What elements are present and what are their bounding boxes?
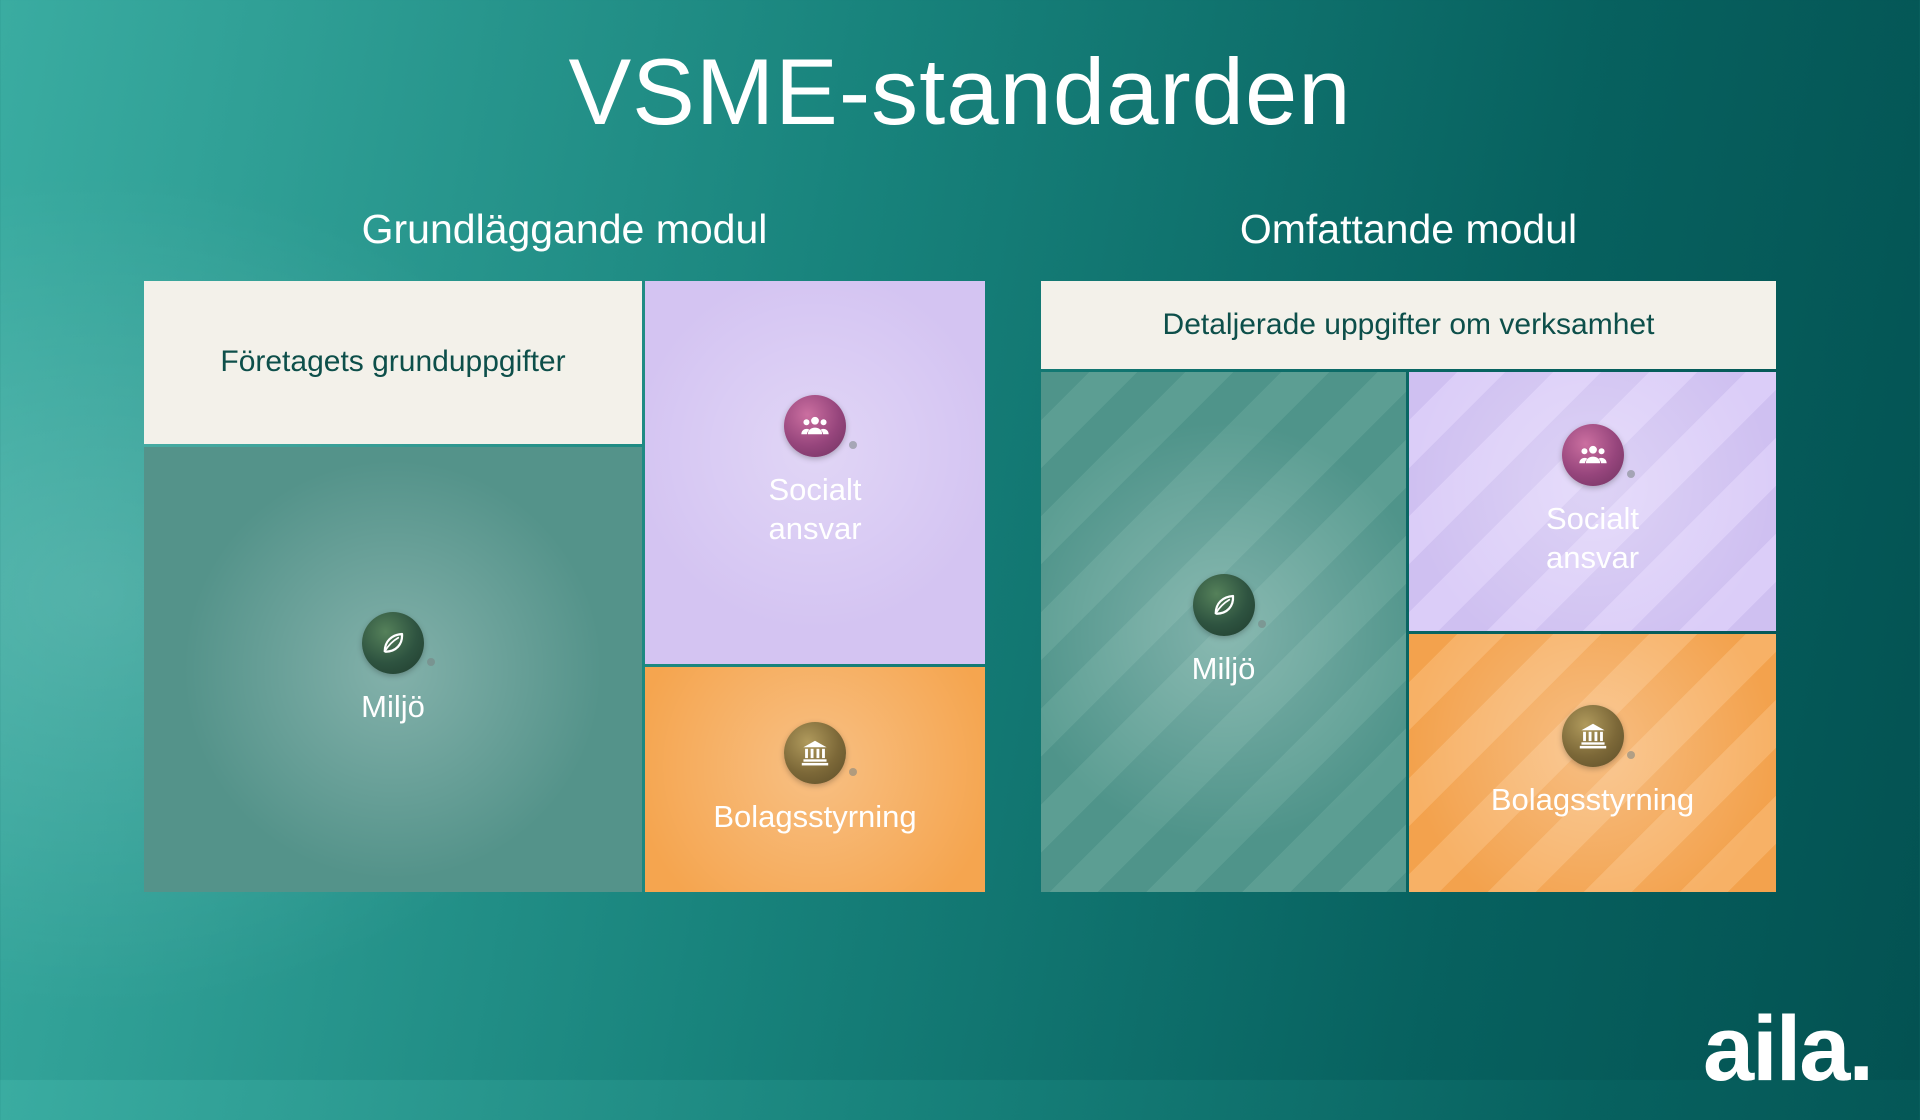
- info-box-basic-text: Företagets grunduppgifter: [220, 345, 566, 379]
- badge-dot: [849, 767, 857, 776]
- cell-socialt-basic: Socialt ansvar: [645, 280, 985, 664]
- info-box-comprehensive-text: Detaljerade uppgifter om verksamhet: [1162, 307, 1655, 341]
- module-comprehensive-heading: Omfattande modul: [1239, 206, 1578, 253]
- aila-logo: aila.: [1702, 998, 1874, 1100]
- cell-miljo-comprehensive: Miljö: [1041, 371, 1406, 892]
- leaf-icon: [362, 611, 435, 674]
- info-box-basic: Företagets grunduppgifter: [144, 280, 642, 444]
- cell-bolagsstyrning-basic: Bolagsstyrning: [645, 666, 985, 892]
- cell-bolagsstyrning-comprehensive: Bolagsstyrning: [1409, 633, 1776, 892]
- leaf-icon: [1192, 574, 1266, 637]
- badge-dot: [1257, 620, 1266, 629]
- cell-label-miljo-comprehensive: Miljö: [1191, 651, 1256, 687]
- module-basic-grid: Företagets grunduppgifter Miljö: [144, 280, 985, 892]
- cell-label-socialt-comprehensive: Socialt ansvar: [1545, 501, 1640, 576]
- module-comprehensive-right-column: Socialt ansvar: [1409, 371, 1776, 892]
- badge-dot: [849, 441, 857, 450]
- badge-dot: [1626, 470, 1635, 479]
- cell-label-bolagsstyrning-basic: Bolagsstyrning: [713, 798, 917, 834]
- cell-label-bolagsstyrning-comprehensive: Bolagsstyrning: [1490, 782, 1695, 818]
- info-box-comprehensive: Detaljerade uppgifter om verksamhet: [1041, 280, 1776, 369]
- module-basic-heading: Grundläggande modul: [361, 206, 768, 253]
- bank-icon: [1561, 705, 1635, 768]
- badge-dot: [1626, 751, 1635, 760]
- cell-label-socialt-basic: Socialt ansvar: [768, 472, 862, 547]
- bank-icon: [784, 721, 857, 784]
- people-icon: [784, 395, 857, 458]
- module-basic: Grundläggande modul Företagets grunduppg…: [144, 205, 985, 892]
- cell-socialt-comprehensive: Socialt ansvar: [1409, 371, 1776, 631]
- module-basic-right-column: Socialt ansvar: [645, 280, 985, 892]
- module-basic-left-column: Företagets grunduppgifter Miljö: [144, 280, 642, 892]
- module-comprehensive-body: Miljö: [1041, 371, 1776, 892]
- module-comprehensive-grid: Detaljerade uppgifter om verksamhet Milj…: [1041, 280, 1776, 892]
- cell-miljo-basic: Miljö: [144, 446, 642, 892]
- cell-label-miljo-basic: Miljö: [361, 688, 425, 724]
- modules-row: Grundläggande modul Företagets grunduppg…: [0, 205, 1920, 892]
- people-icon: [1561, 424, 1635, 487]
- badge-dot: [427, 657, 435, 666]
- page-title: VSME-standarden: [568, 39, 1352, 144]
- module-comprehensive: Omfattande modul Detaljerade uppgifter o…: [1041, 205, 1776, 892]
